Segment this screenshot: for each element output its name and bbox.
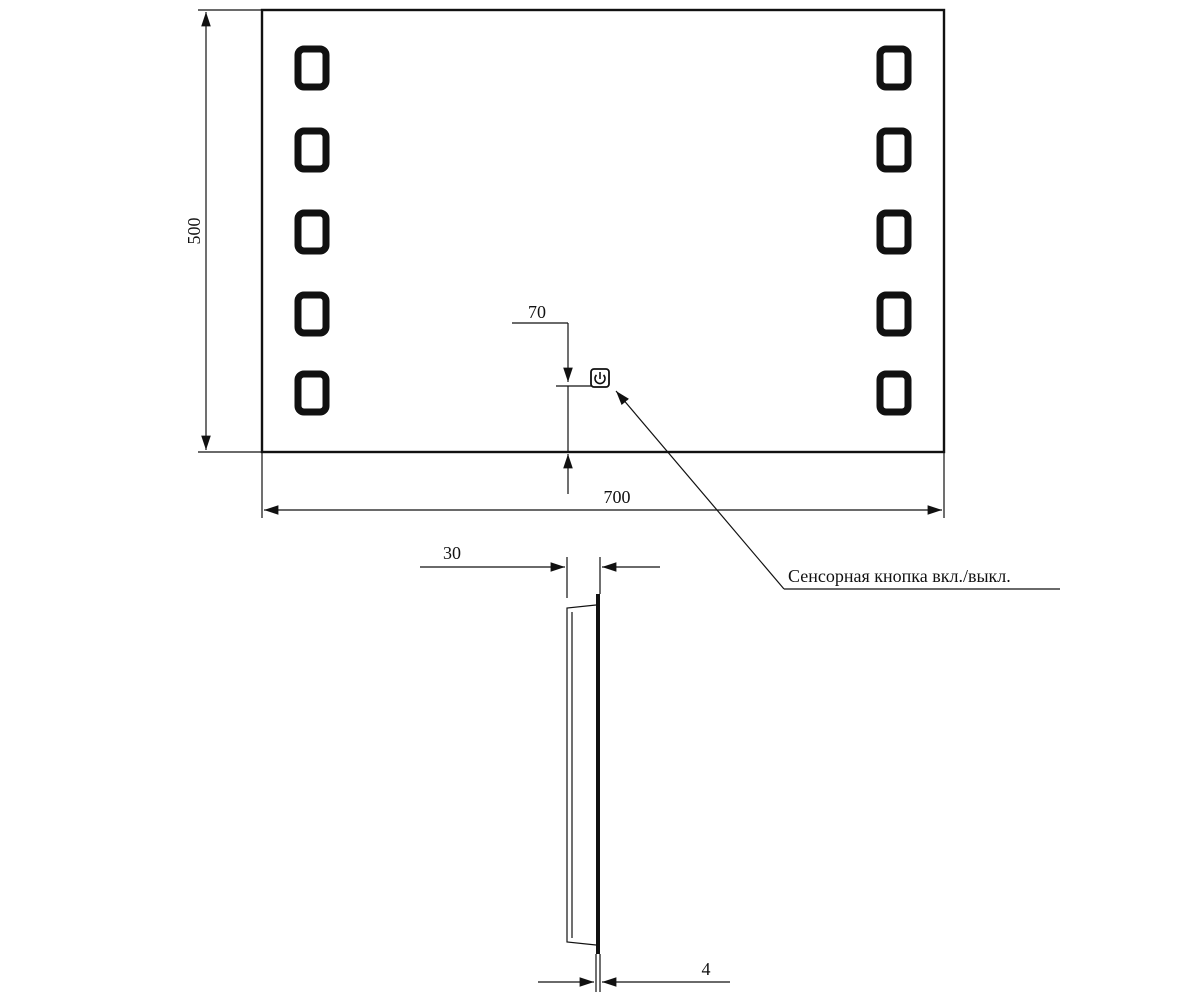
- led-window: [876, 127, 912, 173]
- button-offset-dimension: 70: [512, 302, 591, 494]
- height-dimension: 500: [184, 9, 262, 453]
- led-window: [294, 209, 330, 255]
- led-window: [294, 45, 330, 91]
- led-column-left: [294, 45, 330, 416]
- depth-label: 30: [443, 543, 461, 563]
- led-window: [876, 370, 912, 416]
- width-label: 700: [604, 487, 631, 507]
- glass-label: 4: [702, 959, 711, 979]
- side-glass: [596, 594, 600, 954]
- callout-label: Сенсорная кнопка вкл./выкл.: [788, 566, 1011, 586]
- depth-dimension: 30: [420, 543, 660, 598]
- led-column-right: [876, 45, 912, 416]
- power-icon[interactable]: [590, 368, 610, 388]
- side-view: [566, 594, 600, 954]
- led-window: [294, 127, 330, 173]
- led-window: [876, 45, 912, 91]
- led-window: [876, 291, 912, 337]
- height-label: 500: [184, 218, 204, 245]
- glass-dimension: 4: [538, 954, 730, 992]
- led-window: [876, 209, 912, 255]
- led-window: [294, 370, 330, 416]
- width-dimension: 700: [261, 452, 945, 518]
- callout: Сенсорная кнопка вкл./выкл.: [615, 390, 1060, 590]
- led-window: [294, 291, 330, 337]
- mirror-front-outline: [260, 8, 946, 454]
- button-offset-label: 70: [528, 302, 546, 322]
